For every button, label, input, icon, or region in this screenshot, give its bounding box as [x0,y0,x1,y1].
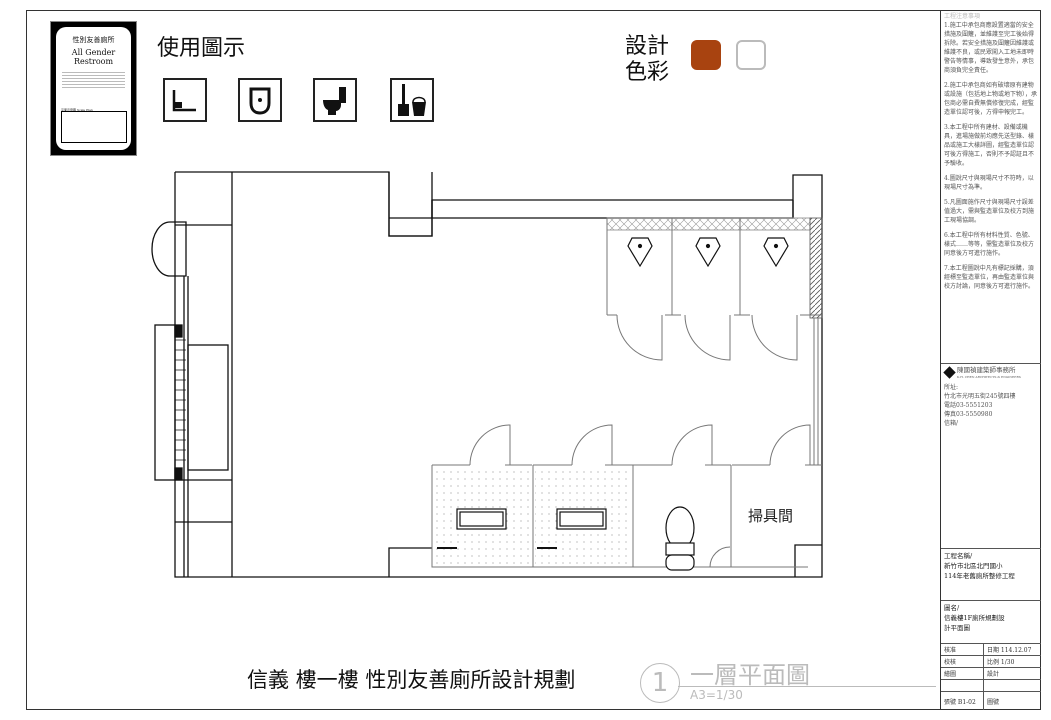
toilet-icon [313,78,357,122]
note-6: 6.本工程中所有材料性質、色號、樣式……等等，需監造單位及校方同意後方可進行施作… [944,232,1035,257]
design-color-label-line1: 設計 [625,34,670,59]
address-label: 所址: [944,384,959,391]
firm-logo-icon [943,366,956,379]
urinal-icon [238,78,282,122]
checked-row: 校核 比例 1/30 [941,655,1041,667]
drawing-title-line1: 信義樓1F廁所規劃設 [944,614,1005,622]
urinal-fixture [627,237,789,268]
note-1: 1.施工中承包商應設置適當的安全措施及圍籬，並維護至完工後始得拆除。若安全措施及… [944,22,1035,74]
approved-label: 核准 [944,647,957,654]
design-color-label: 設計 色彩 [625,34,669,86]
drawing-number-circle: 1 [640,663,680,703]
color-swatch-rust [691,40,721,70]
sign-title-en: All Gender Restroom [71,48,116,66]
drawing-name-underline [678,686,936,687]
title-block-divider [983,691,984,710]
legend-title: 使用圖示 [157,36,246,61]
title-block: 工程注意事項 1.施工中承包商應設置適當的安全措施及圍籬，並維護至完工後始得拆除… [940,10,1041,710]
drawing-scale: A3=1/30 [690,688,743,702]
title-block-divider [983,643,984,691]
drawing-frame [26,10,1041,710]
firm-phone: 電話03-5551203 [944,402,993,409]
color-swatch-white [736,40,766,70]
sign-caption: 平面示意圖 Scale Plan [61,108,93,112]
drawing-section: 圖名/ 信義樓1F廁所規劃設 計平面圖 [941,600,1041,643]
drawing-label: 圖名/ [944,604,960,612]
sheet-title: 信義 樓一樓 性別友善廁所設計規劃 [247,668,576,692]
project-name-line2: 114年老舊廁所整修工程 [944,572,1015,580]
firm-name-en: K.H. CHEN ARCHITECTS & ENGINEERS [957,375,1021,379]
scale-field: 比例 1/30 [987,659,1015,666]
project-section: 工程名稱/ 新竹市北區北門國小 114年老舊廁所整修工程 [941,548,1041,600]
checked-label: 校核 [944,659,957,666]
drawing-title-line2: 計平面圖 [944,624,970,632]
notes-header: 工程注意事項 [944,13,981,20]
date-field: 日期 114.12.07 [987,647,1032,654]
sheet-number: 張號 B1-02 [944,699,976,706]
room-label-cleaning: 掃具間 [748,507,793,525]
figure-number: 圖號 [987,699,1000,706]
design-color-label-line2: 色彩 [625,60,670,85]
note-2: 2.施工中承包商如有破壞原有建物或設施（包括地上物或地下物），承包商必需自費無償… [944,82,1038,116]
approval-row: 核准 日期 114.12.07 [941,643,1041,655]
firm-email: 信箱/ [944,420,959,427]
drawn-row: 繪圖 設計 [941,667,1041,679]
sheet-row: 張號 B1-02 圖號 [941,691,1041,710]
note-3: 3.本工程中所有建材、設備或機具，進場施做前均應先送型錄、樣品或施工大樣詳圖，經… [944,124,1035,167]
toilet-fixture [665,506,695,571]
drawn-label: 繪圖 [944,671,957,678]
restroom-sign-preview: 性別友善廁所 All Gender Restroom 平面示意圖 Scale P… [50,21,137,156]
note-5: 5.凡圖面施作尺寸與現場尺寸誤差值過大，需與監造單位及校方到施工現場協調。 [944,199,1035,224]
firm-name: 陳國禎建築師事務所 [957,366,1016,374]
firm-address: 竹北市光明五街245號四樓 [944,393,1016,400]
sign-title-zh: 性別友善廁所 [72,36,115,44]
note-7: 7.本工程圖說中凡有標記採購，須經標至監造單位，再由監造單位與校方討論，同意後方… [944,265,1035,290]
blank-row [941,679,1041,691]
sign-mini-plan [61,111,127,143]
floor-plan: 掃具間 [151,171,823,578]
cleaning-tools-icon [390,78,434,122]
project-label: 工程名稱/ [944,552,973,560]
note-4: 4.圖說尺寸與現場尺寸不符時，以現場尺寸為準。 [944,175,1034,191]
changing-table-icon [163,78,207,122]
project-name-line1: 新竹市北區北門國小 [944,562,1003,570]
firm-fax: 傳真03-5550980 [944,411,993,418]
drawing-name: 一層平面圖 [690,661,810,689]
firm-section: 陳國禎建築師事務所 K.H. CHEN ARCHITECTS & ENGINEE… [941,363,1041,548]
design-label: 設計 [987,671,1000,678]
